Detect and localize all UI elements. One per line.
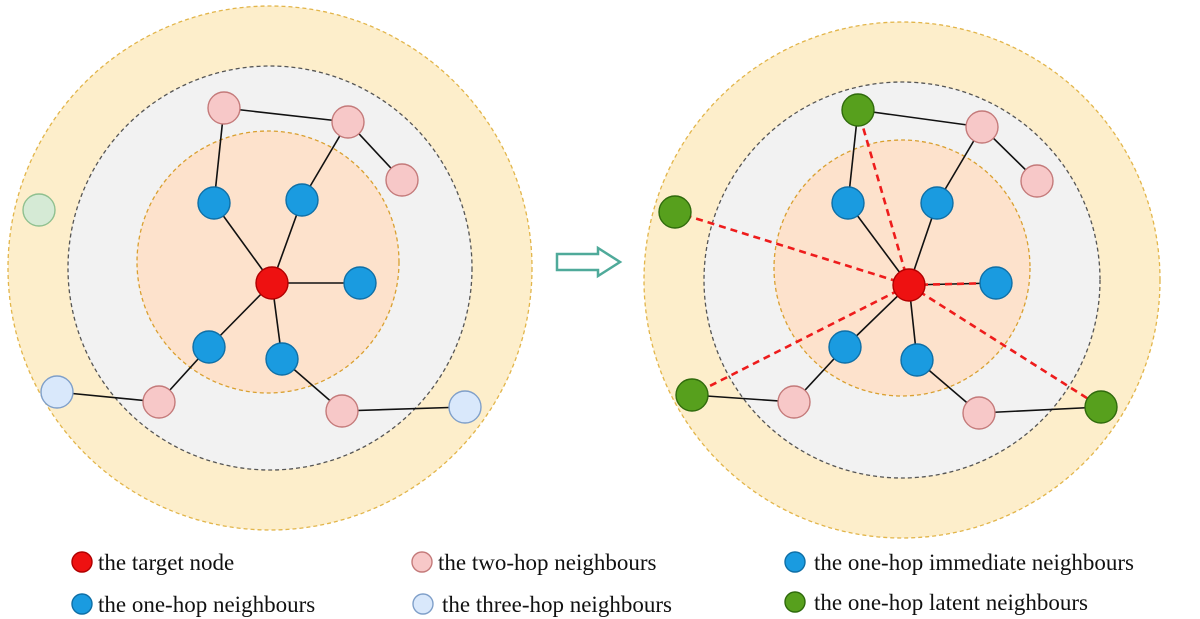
latent-graph-panel xyxy=(643,21,1161,539)
legend: the target node the two-hop neighbours t… xyxy=(71,550,1134,617)
graph-edge xyxy=(223,107,349,123)
latent-node xyxy=(675,378,709,412)
legend-item-one-hop-latent: the one-hop latent neighbours xyxy=(784,590,1088,615)
latent-node xyxy=(1084,390,1118,424)
one-hop-node xyxy=(197,186,231,220)
legend-swatch-three-hop xyxy=(412,593,434,615)
graph-edge xyxy=(691,394,795,403)
graph-edge xyxy=(857,109,983,128)
graph-edge xyxy=(56,391,160,403)
target-node xyxy=(255,266,289,300)
transform-arrow xyxy=(555,245,623,279)
target-node xyxy=(892,268,926,302)
legend-item-two-hop: the two-hop neighbours xyxy=(411,550,657,575)
latent-edge xyxy=(856,109,911,286)
one-hop-node xyxy=(192,330,226,364)
legend-swatch-two-hop xyxy=(411,551,433,573)
legend-label-one-hop: the one-hop neighbours xyxy=(98,592,315,617)
legend-item-three-hop: the three-hop neighbours xyxy=(412,592,672,617)
legend-label-one-hop-immediate: the one-hop immediate neighbours xyxy=(814,550,1134,575)
two-hop-node xyxy=(965,110,999,144)
legend-swatch-one-hop-immediate xyxy=(784,551,806,573)
three-hop-node xyxy=(40,375,74,409)
two-hop-node xyxy=(325,394,359,428)
one-hop-node xyxy=(265,342,299,376)
one-hop-node xyxy=(285,183,319,217)
three-hop-node xyxy=(448,390,482,424)
legend-swatch-one-hop xyxy=(71,593,93,615)
faded-node xyxy=(22,193,56,227)
one-hop-node xyxy=(920,186,954,220)
legend-label-target: the target node xyxy=(98,550,234,575)
legend-label-two-hop: the two-hop neighbours xyxy=(438,550,657,575)
one-hop-node xyxy=(900,343,934,377)
two-hop-node xyxy=(385,163,419,197)
legend-item-target: the target node xyxy=(71,550,234,575)
legend-item-one-hop: the one-hop neighbours xyxy=(71,592,315,617)
latent-node xyxy=(658,195,692,229)
legend-swatch-target xyxy=(71,551,93,573)
graph-edge xyxy=(341,406,466,412)
one-hop-node xyxy=(343,266,377,300)
two-hop-node xyxy=(777,385,811,419)
latent-edge xyxy=(908,283,1102,409)
one-hop-node xyxy=(979,266,1013,300)
latent-edge xyxy=(691,283,910,397)
one-hop-node xyxy=(828,330,862,364)
latent-node xyxy=(841,93,875,127)
latent-edge xyxy=(674,210,910,287)
two-hop-node xyxy=(1020,164,1054,198)
legend-swatch-one-hop-latent xyxy=(784,591,806,613)
legend-item-one-hop-immediate: the one-hop immediate neighbours xyxy=(784,550,1134,575)
two-hop-node xyxy=(142,385,176,419)
legend-label-three-hop: the three-hop neighbours xyxy=(442,592,672,617)
legend-label-one-hop-latent: the one-hop latent neighbours xyxy=(814,590,1088,615)
two-hop-node xyxy=(962,396,996,430)
graph-edge xyxy=(978,406,1102,414)
graph-edge xyxy=(847,202,910,286)
two-hop-node xyxy=(331,105,365,139)
two-hop-node xyxy=(207,91,241,125)
one-hop-node xyxy=(831,186,865,220)
original-graph-panel xyxy=(7,5,533,531)
